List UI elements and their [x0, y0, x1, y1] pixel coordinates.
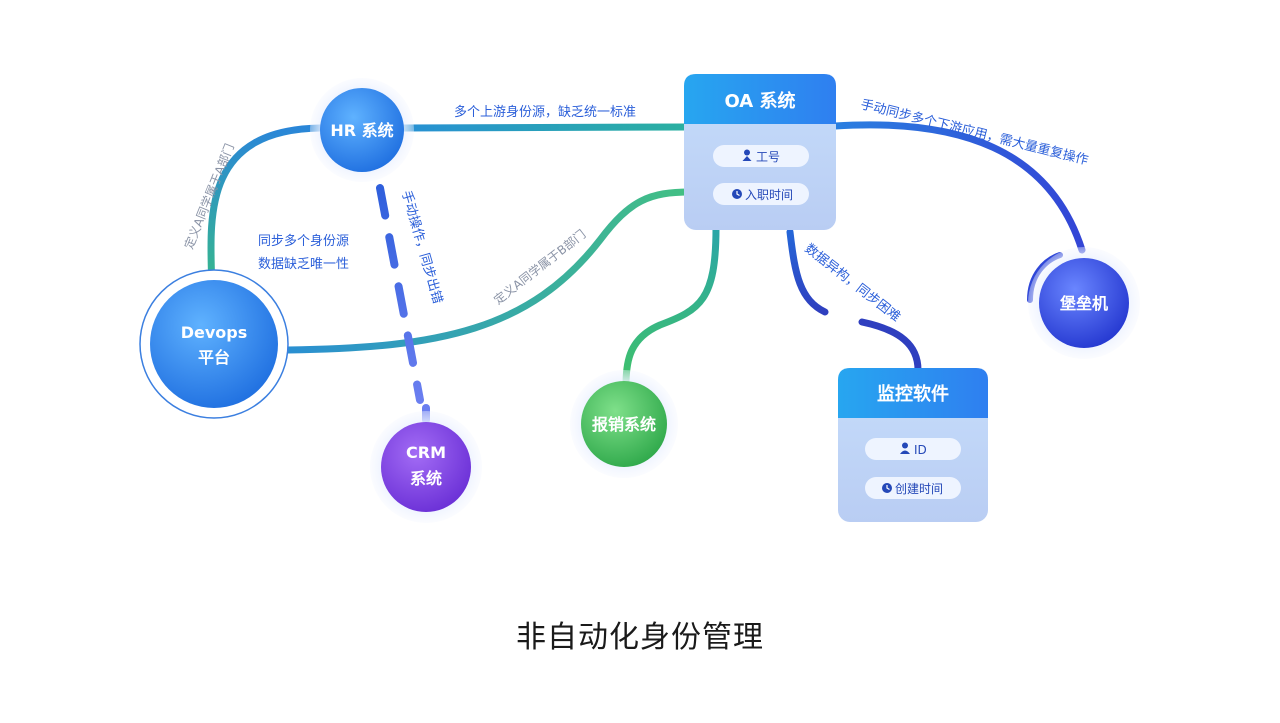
edge-oa-bastion	[831, 121, 1086, 254]
hr-label: HR 系统	[330, 121, 393, 140]
clock-icon	[732, 189, 742, 199]
monitor-field-created-text: 创建时间	[895, 482, 943, 496]
edge-oa-monitor-a	[786, 228, 829, 316]
clock-icon	[882, 483, 892, 493]
edge-hr-devops	[207, 124, 324, 294]
node-monitor-card: 监控软件 ID 创建时间	[838, 368, 988, 522]
edge-devops-oa	[284, 188, 694, 354]
node-hr: HR 系统	[310, 78, 414, 182]
user-icon	[900, 442, 910, 454]
label-oa-bastion: 手动同步多个下游应用，需大量重复操作	[859, 96, 1090, 168]
expense-label: 报销系统	[592, 415, 656, 434]
edge-oa-expense	[622, 224, 720, 389]
badge-icon	[742, 149, 752, 161]
crm-label-line1: CRM	[406, 443, 446, 462]
edge-hr-crm	[376, 184, 424, 404]
monitor-field-id-text: ID	[914, 443, 927, 457]
label-oa-monitor: 数据异构，同步困难	[802, 241, 903, 325]
diagram-caption: 非自动化身份管理	[516, 620, 764, 655]
oa-field-hire-date	[713, 183, 809, 205]
monitor-field-created	[865, 477, 961, 499]
devops-note-line2: 数据缺乏唯一性	[258, 257, 349, 272]
label-hr-crm: 手动操作，同步出错	[398, 189, 446, 306]
edge-oa-monitor-b	[858, 318, 922, 374]
oa-field-employee-id-text: 工号	[756, 150, 780, 164]
devops-label-line2: 平台	[198, 348, 230, 367]
node-crm: CRM 系统	[370, 411, 482, 523]
oa-title: OA 系统	[724, 90, 795, 112]
node-bastion: 堡垒机	[1028, 247, 1140, 359]
node-expense: 报销系统	[570, 370, 678, 478]
monitor-field-id	[865, 438, 961, 460]
oa-field-hire-date-text: 入职时间	[745, 188, 793, 202]
bastion-label: 堡垒机	[1060, 294, 1108, 313]
crm-label-line2: 系统	[410, 469, 442, 488]
edge-hr-oa	[400, 123, 692, 132]
oa-field-employee-id	[713, 145, 809, 167]
node-oa-card: OA 系统 工号 入职时间	[684, 74, 836, 230]
devops-note-line1: 同步多个身份源	[258, 233, 349, 249]
node-devops: Devops 平台	[139, 269, 289, 419]
devops-label-line1: Devops	[181, 323, 248, 342]
label-hr-oa: 多个上游身份源，缺乏统一标准	[454, 104, 636, 120]
monitor-title: 监控软件	[877, 383, 949, 405]
